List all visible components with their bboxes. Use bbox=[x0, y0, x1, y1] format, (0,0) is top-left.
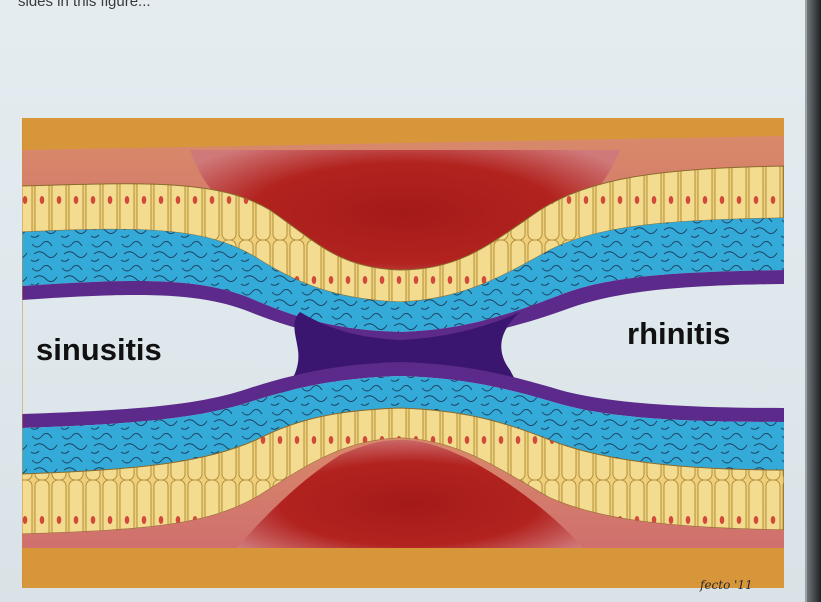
artist-signature: fecto '11 bbox=[700, 578, 753, 592]
slide-edge-shadow bbox=[807, 0, 821, 602]
rhinitis-label: rhinitis bbox=[627, 316, 730, 352]
sinusitis-label: sinusitis bbox=[36, 332, 162, 368]
bottom-submucosa-band bbox=[22, 548, 784, 588]
